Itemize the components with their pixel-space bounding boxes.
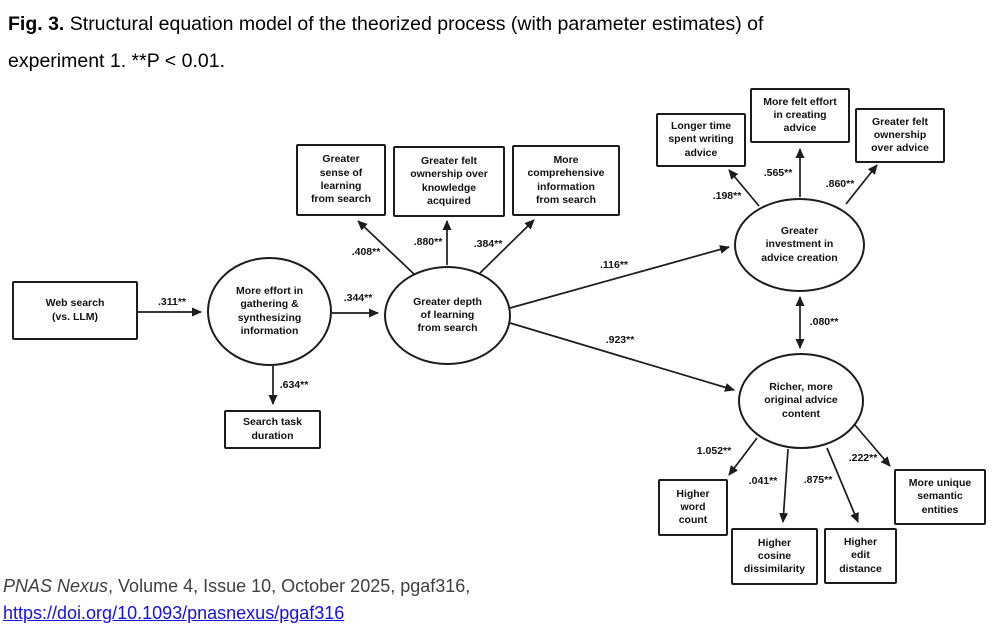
caption-line-1: Fig. 3. Structural equation model of the… [8,6,998,43]
edge-label-greater-investment-ownership-advice: .860** [825,178,855,190]
citation: PNAS Nexus, Volume 4, Issue 10, October … [3,573,470,627]
edge-label-greater-depth-ownership-knowledge: .880** [413,236,443,248]
edge-label-greater-depth-richer-content: .923** [605,334,635,346]
figure-caption: Fig. 3. Structural equation model of the… [8,6,998,80]
edge-label-richer-content-more-unique: .222** [848,452,878,464]
node-higher-cosine: Higher cosine dissimilarity [731,528,818,585]
caption-text: Structural equation model of the theoriz… [69,13,764,35]
caption-line-2: experiment 1. **P < 0.01. [8,50,225,72]
node-ownership-knowledge: Greater felt ownership over knowledge ac… [393,146,505,217]
node-richer-content: Richer, more original advice content [738,353,864,449]
edge-label-greater-investment-more-felt-effort: .565** [763,167,793,179]
citation-text: , Volume 4, Issue 10, October 2025, pgaf… [108,576,471,596]
node-search-task-duration: Search task duration [224,410,321,449]
node-longer-time: Longer time spent writing advice [656,113,746,167]
edge-greater-depth-greater-sense-learning [357,220,415,275]
node-greater-sense-learning: Greater sense of learning from search [296,144,386,216]
edge-greater-investment-longer-time [728,169,760,207]
node-greater-depth: Greater depth of learning from search [384,266,511,365]
edge-label-richer-content-higher-cosine: .041** [748,475,778,487]
node-more-unique: More unique semantic entities [894,469,986,525]
node-more-felt-effort: More felt effort in creating advice [750,88,850,143]
edge-label-greater-depth-greater-investment: .116** [599,259,629,271]
edge-richer-content-higher-cosine [779,448,789,523]
figure-label: Fig. 3. [8,13,65,35]
citation-line: PNAS Nexus, Volume 4, Issue 10, October … [3,573,470,600]
edge-greater-depth-richer-content [509,322,735,392]
node-more-effort: More effort in gathering & synthesizing … [207,257,332,366]
edge-greater-depth-greater-investment [509,245,730,309]
node-more-comprehensive: More comprehensive information from sear… [512,145,620,216]
edge-label-greater-depth-greater-sense-learning: .408** [351,246,381,258]
edge-greater-investment-ownership-advice [845,164,878,205]
node-web-search: Web search (vs. LLM) [12,281,138,340]
edge-greater-depth-more-comprehensive [479,219,535,274]
edge-label-greater-investment-richer-content: .080** [809,316,839,328]
edge-label-richer-content-higher-edit: .875** [803,474,833,486]
node-higher-edit: Higher edit distance [824,528,897,584]
node-ownership-advice: Greater felt ownership over advice [855,108,945,163]
journal-name: PNAS Nexus [3,576,109,596]
node-greater-investment: Greater investment in advice creation [734,198,865,292]
edge-label-more-effort-greater-depth: .344** [343,292,373,304]
node-higher-word-count: Higher word count [658,479,728,536]
edge-label-greater-investment-longer-time: .198** [712,190,742,202]
edge-richer-content-more-unique [854,424,891,467]
edge-label-richer-content-higher-word-count: 1.052** [696,445,732,457]
edge-label-web-search-more-effort: .311** [157,296,187,308]
doi-link[interactable]: https://doi.org/10.1093/pnasnexus/pgaf31… [3,603,345,623]
edge-richer-content-higher-edit [826,447,859,523]
edge-richer-content-higher-word-count [728,437,758,476]
edge-label-more-effort-search-task-duration: .634** [279,379,309,391]
edge-label-greater-depth-more-comprehensive: .384** [473,238,503,250]
